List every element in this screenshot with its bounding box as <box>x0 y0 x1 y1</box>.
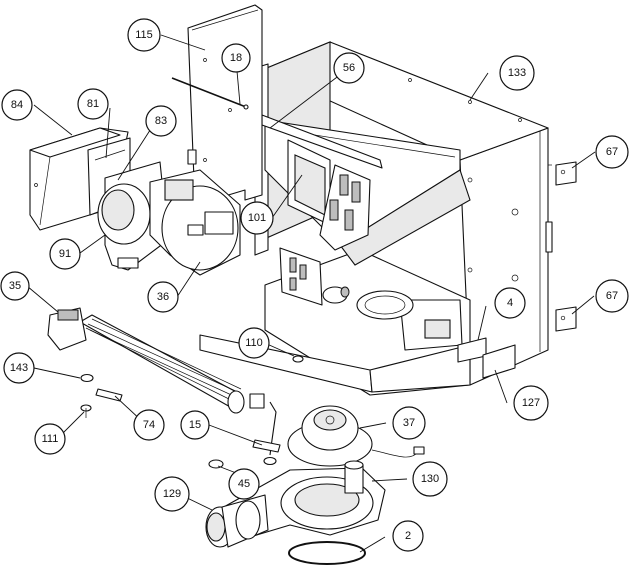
callout-label-84: 84 <box>11 99 23 111</box>
inducer-motor <box>287 405 425 467</box>
callout-label-15: 15 <box>189 419 201 431</box>
callout-label-56: 56 <box>343 62 355 74</box>
callout-label-36: 36 <box>157 291 169 303</box>
callout-label-83: 83 <box>155 115 167 127</box>
callout-label-143: 143 <box>10 362 28 374</box>
mounting-bracket-bottom <box>555 306 577 332</box>
blower-motor <box>149 169 241 276</box>
burner-tube <box>47 307 265 414</box>
gasket-ring <box>288 541 366 565</box>
callout-36: 36 <box>147 281 179 313</box>
callout-67-top: 67 <box>595 135 629 169</box>
leader-lines <box>26 34 596 553</box>
callout-143: 143 <box>3 352 35 384</box>
callout-label-91: 91 <box>59 248 71 260</box>
callout-45: 45 <box>228 468 260 500</box>
callout-label-67-bottom: 67 <box>606 290 618 302</box>
callout-133: 133 <box>499 55 535 91</box>
control-bracket <box>279 139 371 306</box>
callout-label-110: 110 <box>245 337 263 349</box>
callout-84: 84 <box>1 89 33 121</box>
callout-83: 83 <box>145 105 177 137</box>
callout-81: 81 <box>77 88 109 120</box>
rod <box>171 77 249 110</box>
hardware-parts <box>80 355 304 469</box>
callout-127: 127 <box>513 385 549 421</box>
vent-collector <box>205 460 386 548</box>
callout-label-81: 81 <box>87 98 99 110</box>
callout-110: 110 <box>238 327 270 359</box>
mounting-bracket-top <box>555 161 577 186</box>
callout-label-101: 101 <box>248 212 266 224</box>
callout-label-45: 45 <box>238 478 250 490</box>
callout-label-2: 2 <box>405 530 411 542</box>
callout-label-67-top: 67 <box>606 146 618 158</box>
callout-101: 101 <box>240 201 274 235</box>
callout-91: 91 <box>49 238 81 270</box>
callout-2: 2 <box>392 520 424 552</box>
callout-label-115: 115 <box>135 29 153 41</box>
callout-37: 37 <box>392 406 426 440</box>
access-door <box>457 337 516 379</box>
callout-label-37: 37 <box>403 417 415 429</box>
callout-4: 4 <box>494 287 526 319</box>
callout-35: 35 <box>0 271 30 301</box>
callout-label-133: 133 <box>508 67 526 79</box>
callout-label-74: 74 <box>143 419 155 431</box>
callout-label-130: 130 <box>421 473 439 485</box>
callout-18: 18 <box>221 43 251 73</box>
callout-label-4: 4 <box>507 297 513 309</box>
callout-74: 74 <box>133 409 165 441</box>
callout-15: 15 <box>180 410 210 440</box>
callout-130: 130 <box>412 461 448 497</box>
callout-67-bottom: 67 <box>595 279 629 313</box>
callout-111: 111 <box>34 423 66 455</box>
callout-129: 129 <box>154 476 190 512</box>
callout-label-127: 127 <box>522 397 540 409</box>
callout-115: 115 <box>127 18 161 52</box>
callout-label-18: 18 <box>230 52 242 64</box>
callout-label-111: 111 <box>42 433 59 445</box>
callout-label-35: 35 <box>9 280 21 292</box>
callout-56: 56 <box>333 52 365 84</box>
callout-label-129: 129 <box>163 488 181 500</box>
